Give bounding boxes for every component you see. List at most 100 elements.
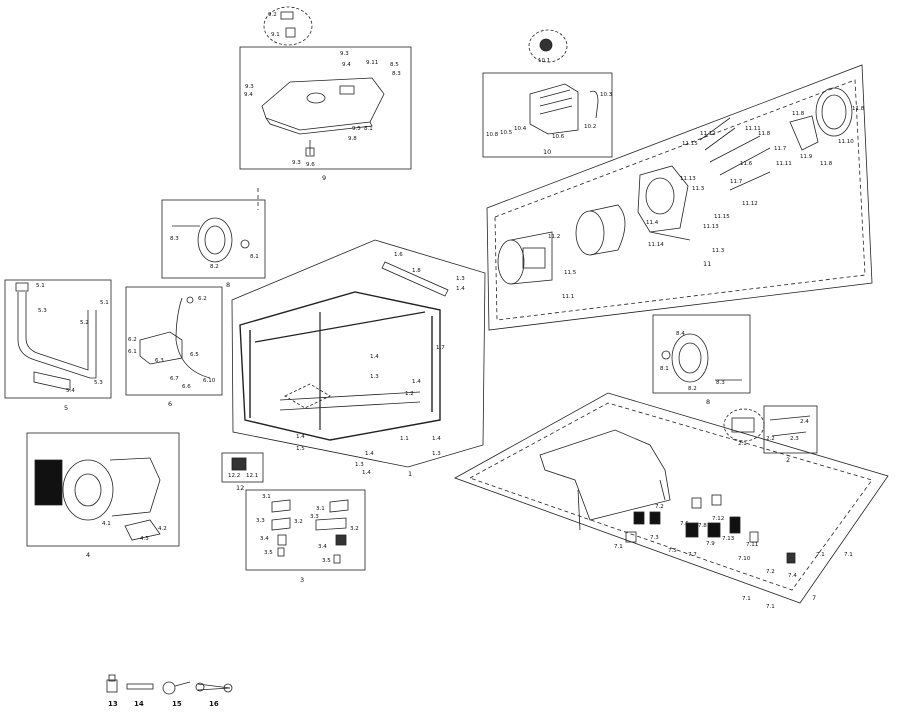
group-2-battery xyxy=(723,405,818,454)
label-9-1: 9.1 xyxy=(271,32,280,38)
label-1-4b: 1.4 xyxy=(370,354,379,360)
fuel-cap-detail-circle xyxy=(263,6,313,46)
group-number-2: 2 xyxy=(786,456,790,464)
group-3-box xyxy=(245,489,366,571)
label-11-10: 11.10 xyxy=(838,139,854,145)
fan-cover-inner xyxy=(821,94,847,130)
group-number-3: 3 xyxy=(300,576,304,584)
label-11-12: 11.12 xyxy=(700,131,716,137)
wheel-lower-hub xyxy=(678,342,702,374)
label-4-1: 4.1 xyxy=(102,521,111,527)
label-11-8b: 11.8 xyxy=(792,111,805,117)
outlet-1 xyxy=(633,511,645,525)
label-7-1-c: 7.1 xyxy=(844,552,853,558)
label-1-4g: 1.4 xyxy=(362,470,371,476)
stator-front xyxy=(575,210,605,256)
label-1-8: 1.8 xyxy=(412,268,421,274)
label-11-12b: 11.12 xyxy=(742,201,758,207)
frame-shadow-plane xyxy=(284,383,331,409)
fuel-tank-base xyxy=(265,117,373,135)
stator-body xyxy=(589,204,626,256)
label-8-3-lower: 8.3 xyxy=(716,380,725,386)
label-1-3c: 1.3 xyxy=(432,451,441,457)
label-3-2: 3.2 xyxy=(294,519,303,525)
group-1-frame xyxy=(231,239,486,468)
switch-1 xyxy=(691,497,702,509)
label-6-3: 6.3 xyxy=(155,358,164,364)
group-number-8-lower: 8 xyxy=(706,398,710,406)
label-3-5: 3.5 xyxy=(264,550,273,556)
label-11-7b: 11.7 xyxy=(730,179,743,185)
rotor-windings xyxy=(522,247,546,269)
handle-cap xyxy=(15,282,29,292)
frame-bracket xyxy=(381,261,449,297)
label-9-3c: 9.3 xyxy=(292,160,301,166)
group-6-fuel-system xyxy=(125,286,223,396)
label-8-1-lower: 8.1 xyxy=(660,366,669,372)
label-1-4d: 1.4 xyxy=(296,434,305,440)
label-1-4: 1.4 xyxy=(456,286,465,292)
outlet-3 xyxy=(685,522,699,538)
label-10-3: 10.3 xyxy=(600,92,613,98)
label-1-7: 1.7 xyxy=(436,345,445,351)
label-7-1-b: 7.1 xyxy=(816,552,825,558)
part-labels: 9.2 9.1 9.3 9.4 9.11 8.5 8.3 9.3 9.4 9.5… xyxy=(36,12,865,708)
label-3-3b: 3.3 xyxy=(310,514,319,520)
label-9-3: 9.3 xyxy=(340,51,349,57)
wheel-upper-hub xyxy=(204,225,226,255)
label-1-3: 1.3 xyxy=(456,276,465,282)
outlet-4 xyxy=(707,522,721,538)
label-7-1-e: 7.1 xyxy=(766,604,775,610)
label-1-5: 1.5 xyxy=(296,446,305,452)
engine-block xyxy=(109,457,161,517)
label-11-7: 11.7 xyxy=(774,146,787,152)
group-8-wheel-upper xyxy=(161,199,266,279)
label-10-5: 10.5 xyxy=(500,130,513,136)
label-3-2b: 3.2 xyxy=(350,526,359,532)
label-7-2-a: 7.2 xyxy=(655,504,664,510)
bolt-a xyxy=(277,547,285,557)
label-4-2: 4.2 xyxy=(158,526,167,532)
label-8-3-upper: 8.3 xyxy=(170,236,179,242)
rotor-body xyxy=(510,231,553,285)
label-7-8: 7.8 xyxy=(698,523,707,529)
frame-cross-members xyxy=(254,311,426,430)
label-7-5: 7.5 xyxy=(668,548,677,554)
label-9-5: 9.5 xyxy=(352,126,361,132)
label-3-1: 3.1 xyxy=(262,494,271,500)
group-number-8-upper: 8 xyxy=(226,281,230,289)
label-11-8d: 11.8 xyxy=(820,161,833,167)
cover-detail-circle xyxy=(528,29,568,63)
handle-tube-outer xyxy=(17,292,97,379)
label-8-3: 8.3 xyxy=(392,71,401,77)
label-10-8: 10.8 xyxy=(486,132,499,138)
battery-cables xyxy=(769,415,811,437)
end-bracket xyxy=(637,165,689,233)
group-3-mounts xyxy=(245,489,366,571)
label-11-15: 11.15 xyxy=(682,141,698,147)
label-12-2: 12.2 xyxy=(228,473,240,479)
group-4-box xyxy=(26,432,180,547)
bolt-b xyxy=(333,554,341,564)
mount-brackets xyxy=(271,499,349,531)
cover-hose-part xyxy=(589,90,599,119)
tool-number-16: 16 xyxy=(209,700,219,708)
tool-16-wrench-tail xyxy=(223,683,233,693)
label-3-4: 3.4 xyxy=(260,536,269,542)
label-5-4: 5.4 xyxy=(66,388,75,394)
engine-recoil-housing xyxy=(62,459,114,521)
end-bracket-ring xyxy=(645,177,675,215)
control-panel-legs xyxy=(577,479,666,531)
label-11-2: 11.2 xyxy=(548,234,560,240)
group-8-lower-box xyxy=(652,314,751,394)
label-11-6: 11.6 xyxy=(740,161,753,167)
brush-holder xyxy=(789,115,819,151)
label-11-14: 11.14 xyxy=(648,242,664,248)
group-10-engine-cover xyxy=(482,29,613,158)
tool-13-socket-top xyxy=(108,674,116,682)
fuel-tank-filler-neck xyxy=(306,92,326,104)
group-number-9: 9 xyxy=(322,174,326,182)
label-11-1: 11.1 xyxy=(562,294,574,300)
label-6-6: 6.6 xyxy=(182,384,191,390)
